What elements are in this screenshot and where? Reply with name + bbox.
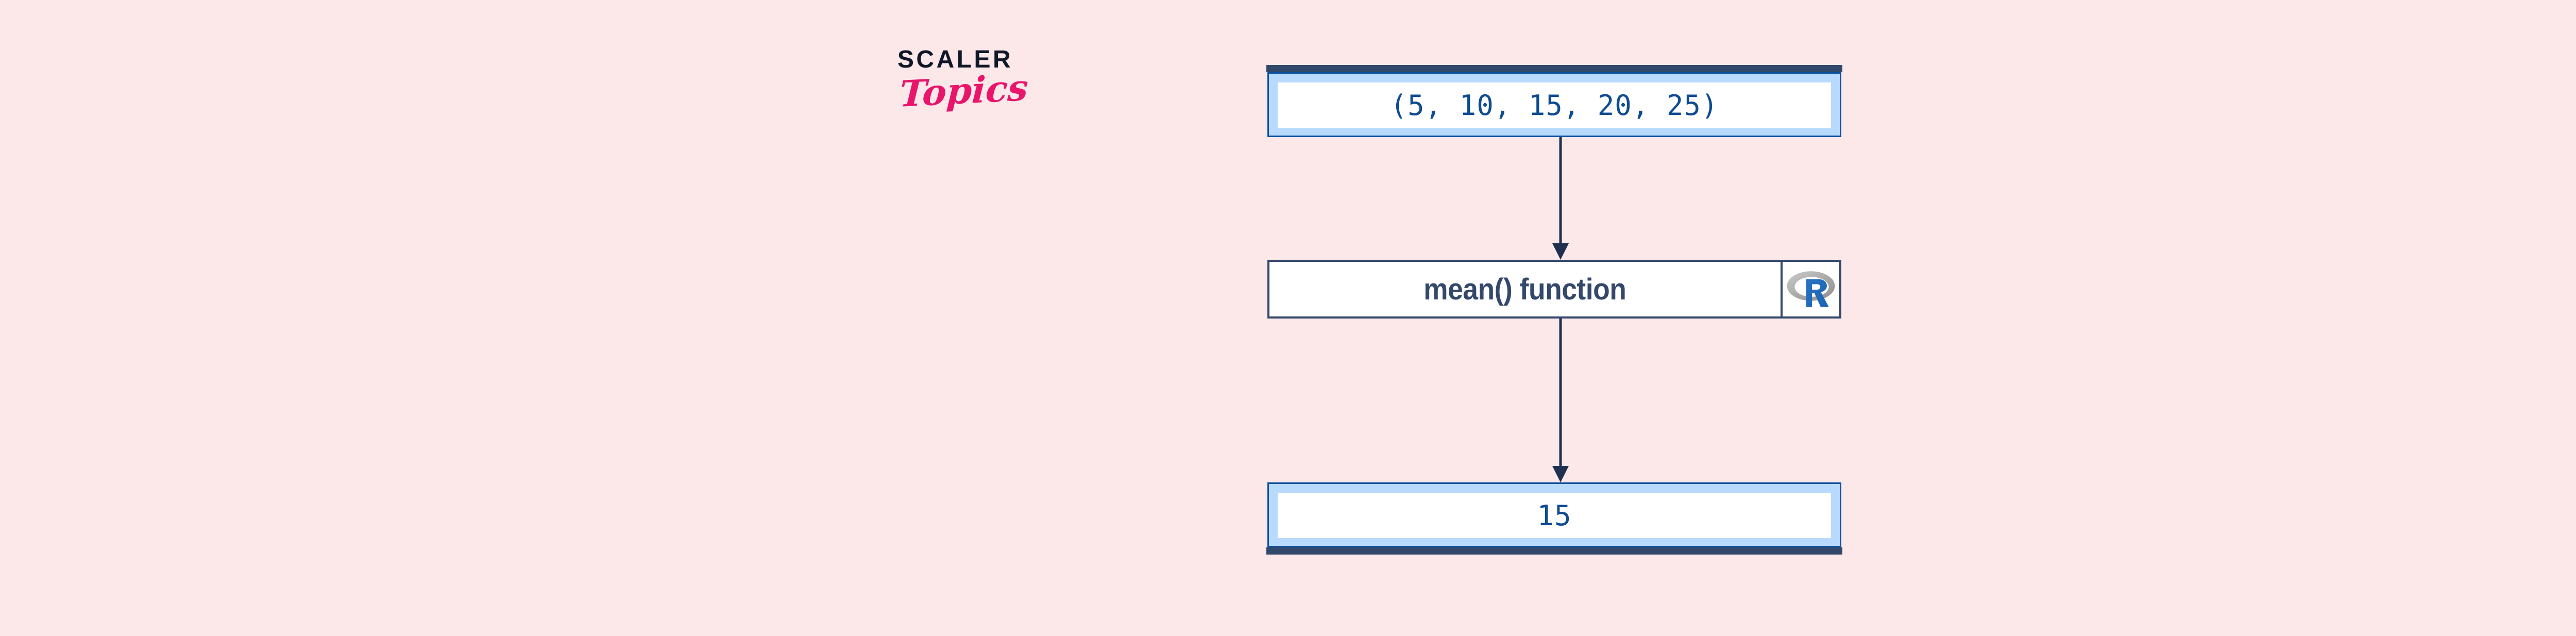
- output-value-text: 15: [1537, 499, 1572, 532]
- r-logo-cell: [1783, 262, 1839, 316]
- function-label-cell: mean() function: [1269, 262, 1783, 316]
- mean-function-flow-diagram: (5, 10, 15, 20, 25) mean() function: [1266, 65, 1842, 562]
- output-box-shadow-bar: [1266, 547, 1842, 555]
- input-vector-box: (5, 10, 15, 20, 25): [1267, 72, 1841, 137]
- mean-function-box: mean() function: [1267, 260, 1841, 319]
- logo-product-text: Topics: [899, 66, 1029, 115]
- logo-brand-text: SCALER: [897, 46, 1013, 73]
- arrow-function-to-output: [1550, 319, 1571, 482]
- input-vector-text: (5, 10, 15, 20, 25): [1390, 89, 1719, 122]
- r-language-logo-icon: [1787, 271, 1835, 307]
- arrow-input-to-function: [1550, 137, 1571, 260]
- function-label-text: mean() function: [1423, 272, 1626, 306]
- scaler-topics-logo: SCALER Topics: [893, 46, 1029, 130]
- output-value-inner: 15: [1278, 493, 1831, 538]
- output-value-box: 15: [1267, 482, 1841, 547]
- input-box-shadow-bar: [1266, 65, 1842, 72]
- input-vector-inner: (5, 10, 15, 20, 25): [1278, 82, 1831, 128]
